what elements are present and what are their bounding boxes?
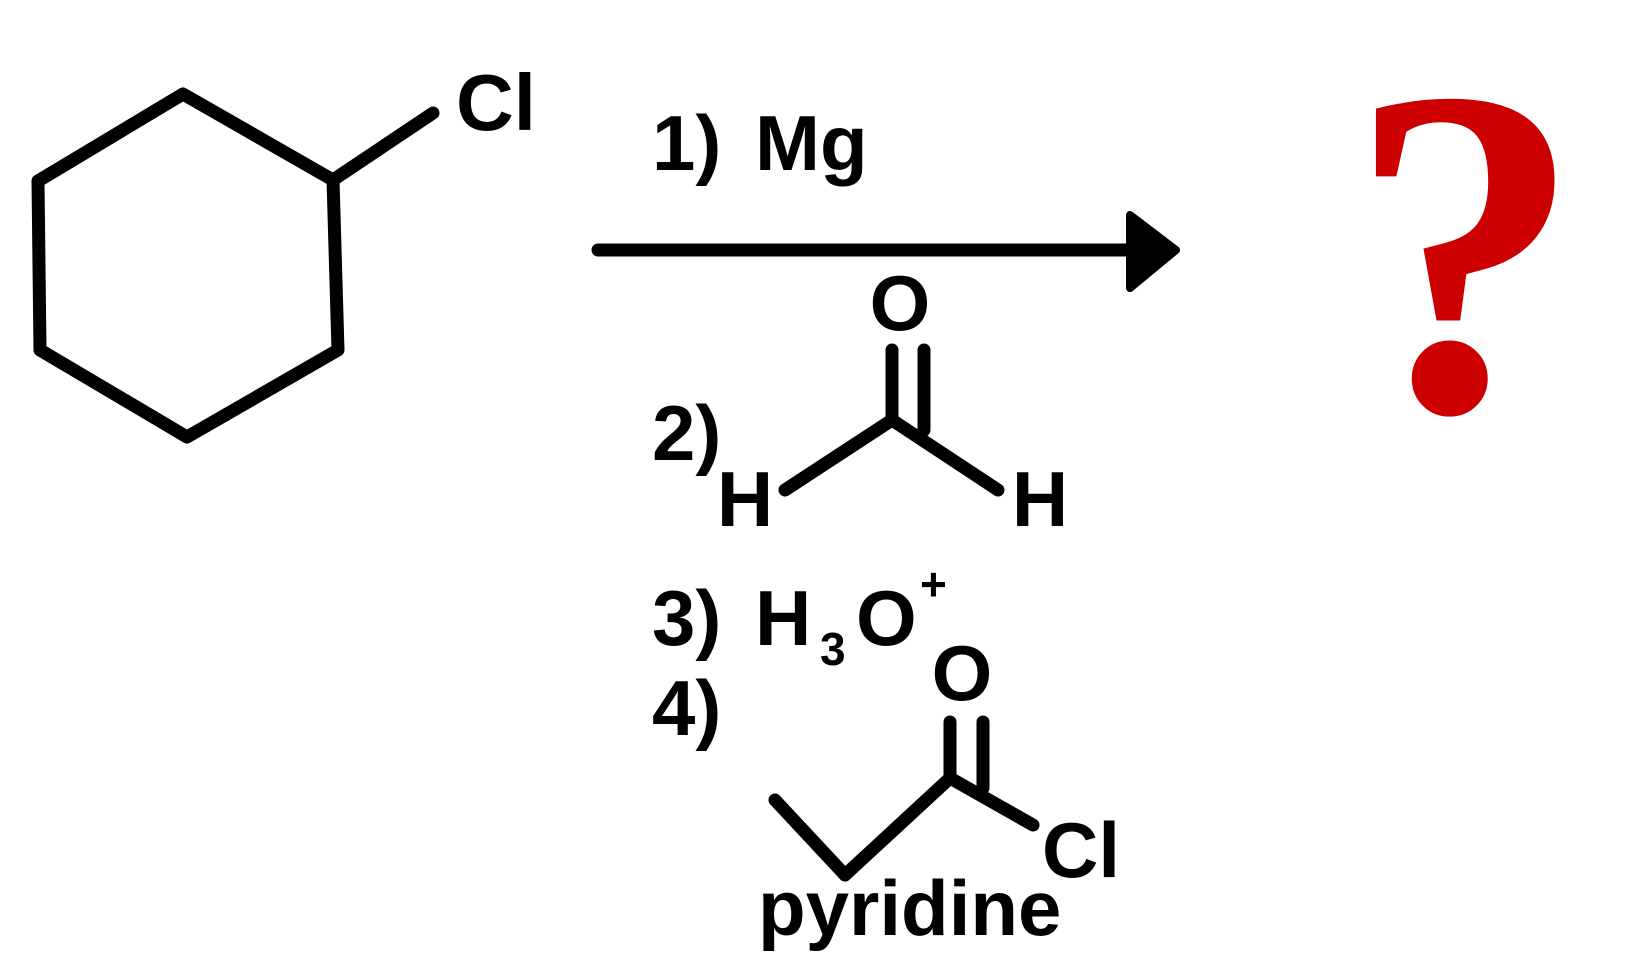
chlorocyclohexane-structure: Cl bbox=[31, 58, 536, 444]
step-3-subscript: 3 bbox=[820, 623, 846, 675]
propanoyl-chloride-structure: O Cl bbox=[768, 629, 1120, 894]
acyl-chlorine-label: Cl bbox=[1042, 806, 1120, 894]
step-3-number: 3) bbox=[652, 574, 721, 662]
step-2: 2) O H H bbox=[652, 259, 1068, 543]
c-cl-bond bbox=[326, 106, 440, 187]
step-1-reagent: Mg bbox=[755, 99, 868, 187]
step-3: 3) H 3 O + bbox=[652, 558, 947, 675]
c-cl-acyl-bond bbox=[943, 771, 1040, 832]
unknown-product-question-mark: ? bbox=[1348, 0, 1583, 512]
cyclohexane-ring bbox=[31, 87, 345, 444]
formaldehyde-oxygen-label: O bbox=[870, 259, 931, 347]
hydrogen-left-label: H bbox=[717, 455, 773, 543]
chlorine-label: Cl bbox=[456, 58, 536, 147]
step-4: 4) O Cl pyridine bbox=[652, 629, 1120, 952]
formaldehyde-structure: O H H bbox=[717, 259, 1068, 543]
step-4-number: 4) bbox=[652, 664, 721, 752]
step-3-reagent-h: H bbox=[755, 574, 811, 662]
step-1-number: 1) bbox=[652, 99, 721, 187]
c2-c3-bond bbox=[768, 793, 852, 882]
step-1: 1) Mg bbox=[652, 99, 868, 187]
c1-c2-bond bbox=[838, 771, 957, 882]
step-3-reagent-o: O bbox=[856, 574, 917, 662]
c-h-bond-right bbox=[885, 413, 1005, 497]
step-2-number: 2) bbox=[652, 389, 721, 477]
c-h-bond-left bbox=[778, 413, 899, 497]
reaction-arrow bbox=[591, 211, 1180, 292]
step-3-superscript: + bbox=[920, 558, 947, 610]
base-label: pyridine bbox=[758, 864, 1061, 952]
hydrogen-right-label: H bbox=[1012, 455, 1068, 543]
acyl-oxygen-label: O bbox=[932, 629, 993, 717]
arrow-head bbox=[1126, 211, 1180, 292]
